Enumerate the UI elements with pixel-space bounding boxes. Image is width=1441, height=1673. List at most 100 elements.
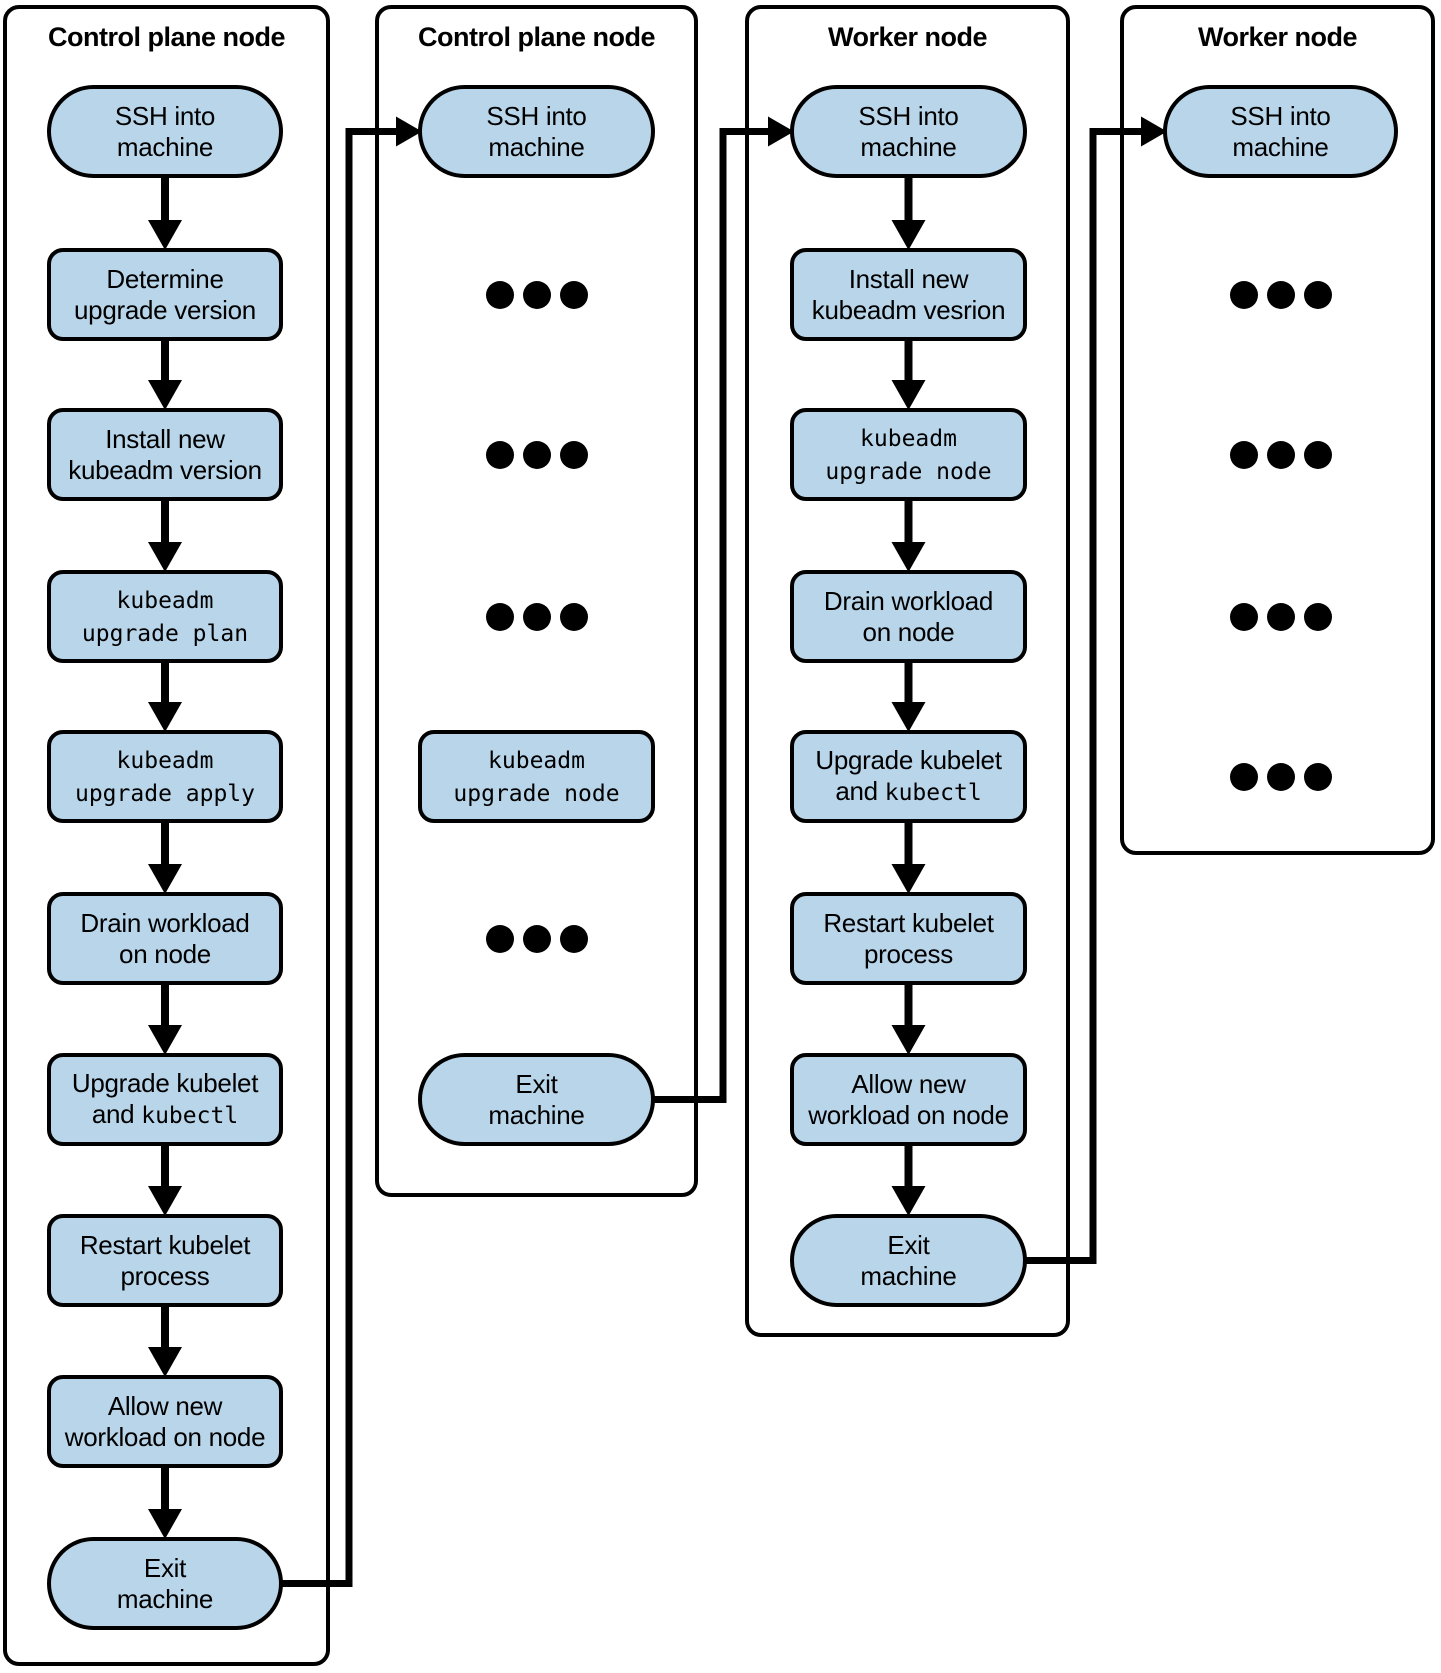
ellipsis-dots	[485, 280, 588, 309]
node-text-line: upgrade plan	[82, 617, 248, 650]
node-text-line: and kubectl	[92, 1099, 238, 1132]
node-text-mono: upgrade apply	[74, 780, 255, 807]
column-title: Control plane node	[48, 22, 286, 52]
node-text-line: machine	[860, 132, 956, 163]
node-text: process	[864, 938, 953, 969]
ellipsis-dots	[1229, 280, 1332, 309]
node-kubeadm-upgrade-apply: kubeadm upgrade apply	[47, 730, 283, 823]
node-text-line: process	[121, 1261, 210, 1292]
node-text-line: Exit	[515, 1069, 557, 1100]
node-text-mono: upgrade plan	[81, 620, 249, 647]
node-text: machine	[488, 131, 585, 162]
node-kubeadm-upgrade-node: kubeadm upgrade node	[418, 730, 655, 823]
node-text-line: upgrade version	[74, 295, 256, 326]
ellipsis-dot	[1303, 602, 1332, 631]
node-text-line: workload on node	[808, 1100, 1009, 1131]
node-text-line: Allow new	[107, 1390, 223, 1422]
node-text-mono: kubectl	[884, 779, 982, 806]
node-text-mono: kubeadm	[116, 747, 214, 774]
node-text-mono: upgrade node	[453, 780, 620, 807]
node-text-line: kubeadm	[117, 744, 214, 777]
node-text-line: process	[864, 939, 953, 970]
ellipsis-dot	[559, 602, 588, 631]
node-text-line: machine	[117, 1584, 213, 1615]
node-text-line: kubeadm	[488, 744, 585, 777]
node-text: kubeadm vesrion	[811, 294, 1006, 325]
node-text-line: SSH into	[115, 101, 216, 132]
node-text: Restart kubelet	[79, 1229, 251, 1260]
node-text: machine	[860, 131, 957, 162]
node-text-mono: kubectl	[141, 1102, 239, 1129]
node-text-line: Restart kubelet	[823, 908, 994, 939]
node-text-line: upgrade node	[453, 777, 619, 810]
ellipsis-dot	[485, 440, 514, 469]
node-text-line: SSH into	[858, 100, 959, 132]
node-text-line: machine	[860, 1261, 956, 1292]
node-text: machine	[116, 131, 214, 162]
ellipsis-dot	[522, 440, 551, 469]
node-text-line: kubeadm vesrion	[812, 295, 1006, 326]
ellipsis-dot	[485, 280, 514, 309]
column-box-control-plane-node-2	[375, 5, 698, 1197]
node-text: Upgrade kubelet	[71, 1067, 259, 1098]
node-text-line: upgrade apply	[75, 777, 255, 810]
ellipsis-dot	[522, 280, 551, 309]
ellipsis-dot	[485, 602, 514, 631]
node-text: workload on node	[64, 1421, 266, 1452]
node-text: Allow new	[851, 1068, 966, 1099]
ellipsis-dots	[1229, 602, 1332, 631]
column-title: Worker node	[827, 22, 988, 52]
node-text: Drain workload	[80, 907, 250, 938]
ellipsis-dot	[1229, 602, 1258, 631]
node-text-line: machine	[1232, 132, 1328, 163]
node-text: machine	[116, 1583, 214, 1614]
node-text-line: and kubectl	[835, 776, 981, 809]
node-text: kubeadm version	[68, 454, 262, 485]
node-text: machine	[488, 1099, 585, 1130]
ellipsis-dot	[1229, 440, 1258, 469]
node-text-line: machine	[488, 132, 584, 163]
node-text-line: Install new	[849, 264, 969, 295]
node-text-line: kubeadm	[117, 584, 214, 617]
node-text: SSH into	[486, 100, 587, 131]
node-text-line: on node	[119, 939, 211, 970]
column-title: Control plane node	[418, 22, 656, 52]
node-text-line: kubeadm version	[68, 455, 262, 486]
ellipsis-dot	[1229, 280, 1258, 309]
node-text: and	[91, 1098, 142, 1129]
node-text: on node	[119, 938, 211, 969]
ellipsis-dot	[1266, 440, 1295, 469]
node-text: Upgrade kubelet	[815, 744, 1002, 775]
ellipsis-dot	[1266, 280, 1295, 309]
ellipsis-dot	[1303, 440, 1332, 469]
ellipsis-dot	[559, 280, 588, 309]
node-text: Exit	[515, 1068, 558, 1099]
node-text-line: machine	[117, 132, 213, 163]
ellipsis-dot	[559, 924, 588, 953]
node-text: Allow new	[107, 1390, 223, 1421]
node-text-line: workload on node	[64, 1421, 266, 1453]
ellipsis-dots	[1229, 440, 1332, 469]
ellipsis-dot	[1303, 762, 1332, 791]
node-text-line: machine	[488, 1100, 584, 1131]
node-text-mono: kubeadm	[488, 747, 585, 774]
node-text: Exit	[143, 1552, 187, 1583]
ellipsis-dot	[522, 924, 551, 953]
node-text: SSH into	[858, 100, 959, 131]
node-text-line: Upgrade kubelet	[71, 1067, 259, 1099]
ellipsis-dots	[1229, 762, 1332, 791]
ellipsis-dot	[485, 924, 514, 953]
